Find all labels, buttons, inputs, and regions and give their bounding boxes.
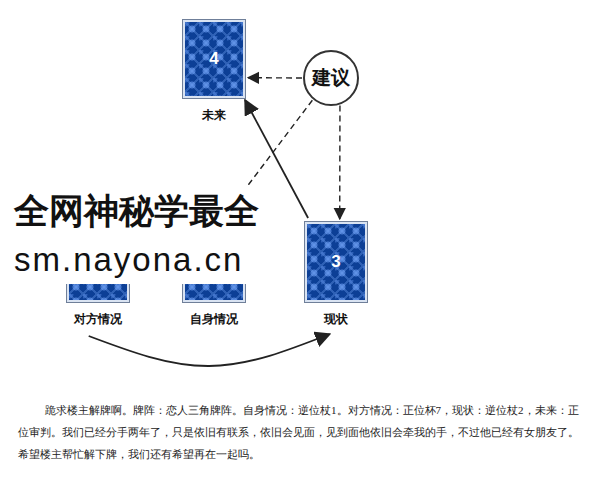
position-heading: 自身情况 [183,311,245,328]
dashed-arrow [248,77,302,79]
solid-arrow [89,334,330,366]
position-heading: 未来 [183,107,245,124]
tarot-card: 3 [305,222,367,302]
watermark-box: 全网神秘学最全 sm.nayona.cn [10,185,268,284]
tarot-card-node: 3 现状 [305,222,367,328]
caption-text: 跪求楼主解牌啊。牌阵：恋人三角牌阵。自身情况：逆位杖1。对方情况：正位杯7，现状… [18,399,580,465]
position-heading: 现状 [305,311,367,328]
advice-circle: 建议 [303,50,359,106]
card-number: 3 [331,252,340,272]
tarot-card-node: 4 未来 [183,20,245,124]
circle-label: 建议 [312,65,350,91]
watermark-text: 全网神秘学最全 [14,189,264,233]
dashed-arrow [339,106,341,219]
position-heading: 对方情况 [67,311,129,328]
watermark-text: sm.nayona.cn [14,239,264,280]
card-number: 4 [209,49,218,69]
tarot-card: 4 [183,20,245,98]
